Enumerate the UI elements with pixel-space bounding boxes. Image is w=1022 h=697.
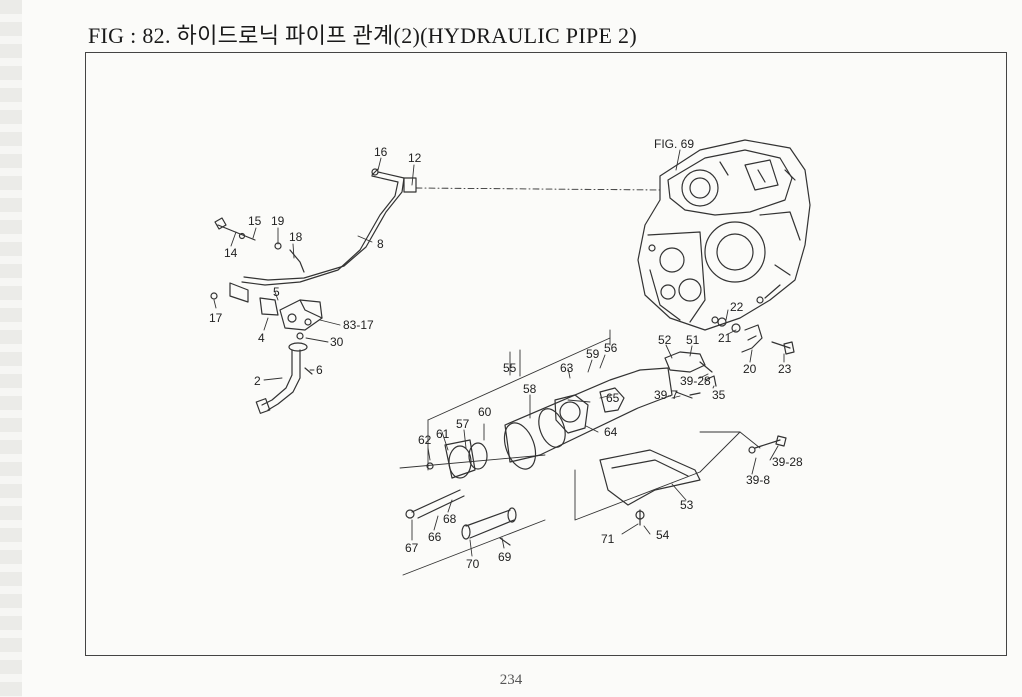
callout-68: 68 bbox=[443, 512, 457, 526]
hydraulic-pipe-2 bbox=[255, 342, 313, 414]
callout-39-7: 39-7 bbox=[654, 388, 678, 402]
callout-61: 61 bbox=[436, 427, 450, 441]
callout-59: 59 bbox=[586, 347, 600, 361]
callout-18: 18 bbox=[289, 230, 303, 244]
callout-63: 63 bbox=[560, 361, 574, 375]
page-number: 234 bbox=[499, 672, 523, 688]
callout-39-28-top: 39-28 bbox=[680, 374, 711, 388]
bracket-53 bbox=[599, 449, 701, 526]
valve-block-83-17 bbox=[279, 299, 323, 340]
transmission-housing bbox=[637, 139, 811, 331]
hydraulic-pipe-8 bbox=[241, 168, 417, 286]
callout-4: 4 bbox=[258, 331, 265, 345]
leader-lines bbox=[213, 157, 785, 576]
callout-22: 22 bbox=[730, 300, 744, 314]
callout-53: 53 bbox=[680, 498, 694, 512]
callout-12: 12 bbox=[408, 151, 422, 165]
callout-54: 54 bbox=[656, 528, 670, 542]
callout-fig-69: FIG. 69 bbox=[654, 137, 694, 151]
callout-56: 56 bbox=[604, 341, 618, 355]
callout-16: 16 bbox=[374, 145, 388, 159]
callout-5: 5 bbox=[273, 285, 280, 299]
callout-62: 62 bbox=[418, 433, 432, 447]
callout-57: 57 bbox=[456, 417, 470, 431]
callout-52: 52 bbox=[658, 333, 672, 347]
callout-70: 70 bbox=[466, 557, 480, 571]
callout-58: 58 bbox=[523, 382, 537, 396]
scanned-binding-strip bbox=[0, 0, 22, 697]
bolt-39-8 bbox=[748, 435, 787, 454]
callout-65: 65 bbox=[606, 391, 620, 405]
callout-8: 8 bbox=[377, 237, 384, 251]
callout-15: 15 bbox=[248, 214, 262, 228]
callout-14: 14 bbox=[224, 246, 238, 260]
filter-assembly-55 bbox=[426, 367, 673, 479]
callout-55: 55 bbox=[503, 361, 517, 375]
callout-64: 64 bbox=[604, 425, 618, 439]
pipe-block-5 bbox=[210, 282, 279, 316]
callout-17: 17 bbox=[209, 311, 223, 325]
callout-23: 23 bbox=[778, 362, 792, 376]
callout-83-17: 83-17 bbox=[343, 318, 374, 332]
callout-60: 60 bbox=[478, 405, 492, 419]
callout-19: 19 bbox=[271, 214, 285, 228]
pipe-fittings-right bbox=[664, 317, 795, 399]
callout-6: 6 bbox=[316, 363, 323, 377]
diagram-frame bbox=[85, 52, 1007, 656]
callout-66: 66 bbox=[428, 530, 442, 544]
reference-line-fig69 bbox=[415, 187, 663, 191]
callout-20: 20 bbox=[743, 362, 757, 376]
callout-67: 67 bbox=[405, 541, 419, 555]
drain-pipe-66 bbox=[405, 489, 517, 546]
callout-39-28-bottom: 39-28 bbox=[772, 455, 803, 469]
callout-labels: 16 12 8 15 19 18 14 17 5 4 83-17 30 6 2 … bbox=[209, 137, 803, 571]
callout-51: 51 bbox=[686, 333, 700, 347]
callout-21: 21 bbox=[718, 331, 732, 345]
callout-30: 30 bbox=[330, 335, 344, 349]
callout-39-8: 39-8 bbox=[746, 473, 770, 487]
page-title: FIG : 82. 하이드로닉 파이프 관계(2)(HYDRAULIC PIPE… bbox=[88, 23, 637, 48]
callout-2: 2 bbox=[254, 374, 261, 388]
callout-69: 69 bbox=[498, 550, 512, 564]
callout-35: 35 bbox=[712, 388, 726, 402]
callout-71: 71 bbox=[601, 532, 615, 546]
